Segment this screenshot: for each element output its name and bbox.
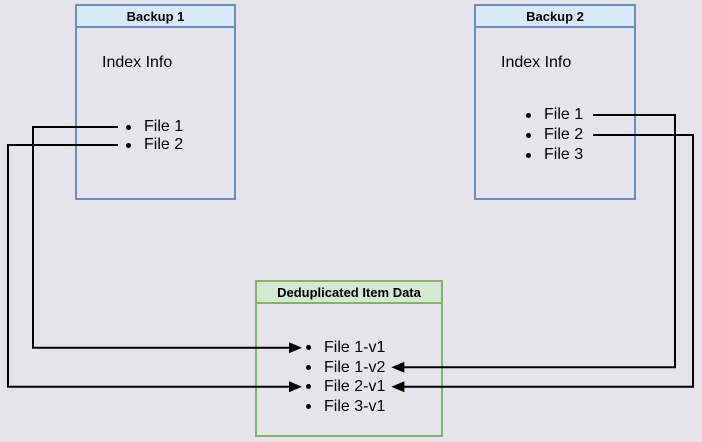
node-backup-2[interactable]: Backup 2 Index Info File 1 File 2 File 3 xyxy=(474,4,636,200)
file-label: File 1 xyxy=(144,118,184,135)
node-backup-1-title: Backup 1 xyxy=(126,8,185,24)
dedup-item-1: File 1-v2 xyxy=(304,358,385,378)
backup2-item-1: File 2 xyxy=(524,125,583,145)
index-info-label: Index Info xyxy=(102,54,173,71)
file-label: File 1 xyxy=(544,106,584,123)
node-backup-2-body: Index Info File 1 File 2 File 3 xyxy=(476,28,634,198)
backup1-item-1: File 2 xyxy=(124,136,183,154)
node-backup-1-header: Backup 1 xyxy=(77,6,234,28)
dedup-item-3: File 3-v1 xyxy=(304,397,385,417)
backup2-item-2: File 3 xyxy=(524,145,583,165)
node-backup-2-title: Backup 2 xyxy=(526,8,584,24)
file-label: File 2 xyxy=(544,126,584,143)
file-label: File 1-v1 xyxy=(324,339,386,356)
file-label: File 3 xyxy=(544,146,584,163)
file-label: File 1-v2 xyxy=(324,358,386,376)
backup-2-file-list: File 1 File 2 File 3 xyxy=(524,105,583,165)
dedup-item-0: File 1-v1 xyxy=(304,338,385,358)
file-label: File 2-v1 xyxy=(324,378,386,395)
dedup-item-2: File 2-v1 xyxy=(304,377,385,397)
file-label: File 2 xyxy=(144,136,184,153)
backup1-item-0: File 1 xyxy=(124,118,183,136)
node-dedup-title: Deduplicated Item Data xyxy=(277,284,421,300)
file-label: File 3-v1 xyxy=(324,397,386,415)
node-backup-2-header: Backup 2 xyxy=(476,6,634,28)
node-dedup-header: Deduplicated Item Data xyxy=(257,282,441,304)
backup2-item-0: File 1 xyxy=(524,105,583,125)
index-info-label: Index Info xyxy=(501,54,572,71)
